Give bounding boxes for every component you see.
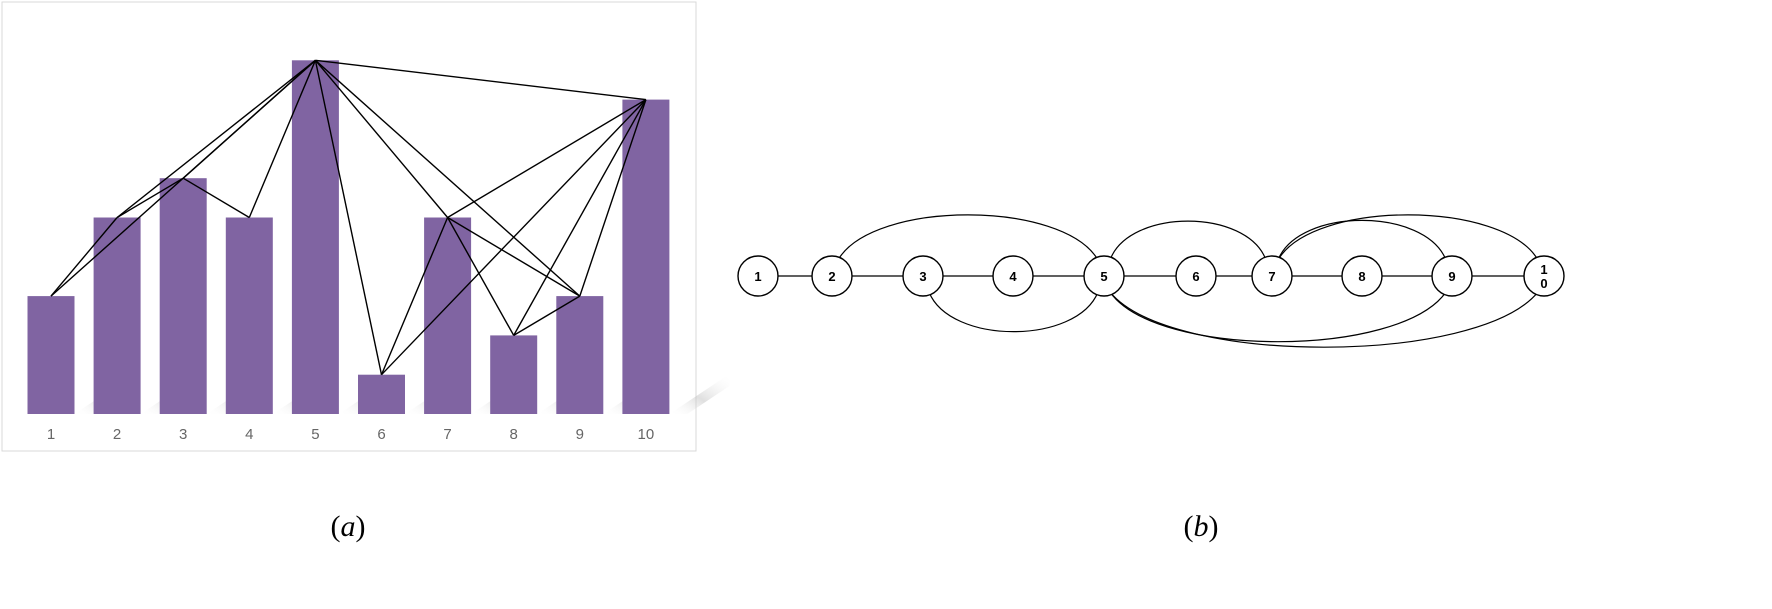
caption-b: (b): [1184, 510, 1219, 543]
node-label: 3: [919, 269, 926, 284]
bar-2: [93, 217, 141, 414]
caption-b-letter: b: [1194, 510, 1209, 543]
x-tick-label: 10: [638, 426, 655, 443]
node-circle: [1431, 255, 1473, 297]
graph-edge: [1277, 219, 1447, 261]
bar-shadow: [471, 374, 532, 414]
node-label: 0: [1540, 276, 1547, 291]
node-label: 7: [1268, 269, 1275, 284]
x-tick-label: 8: [510, 426, 518, 443]
bar-5: [291, 60, 339, 415]
visibility-edge: [446, 217, 515, 336]
visibility-edge: [315, 59, 646, 101]
graph-node-1: 1: [737, 255, 779, 297]
node-label: 1: [754, 269, 761, 284]
node-circle: [902, 255, 944, 297]
visibility-edge: [314, 60, 383, 375]
node-circle: [811, 255, 853, 297]
node-circle: [1523, 255, 1565, 297]
visibility-edge: [447, 98, 647, 219]
node-label: 8: [1358, 269, 1365, 284]
graph-node-9: 9: [1431, 255, 1473, 297]
node-label: 9: [1448, 269, 1455, 284]
bar-6: [358, 374, 405, 414]
graph-edge: [837, 214, 1099, 261]
visibility-edge: [248, 60, 317, 218]
graph-node-3: 3: [902, 255, 944, 297]
visibility-edge: [116, 177, 184, 219]
node-label: 2: [828, 269, 835, 284]
bar-shadow: [669, 374, 730, 414]
node-label: 4: [1009, 269, 1017, 284]
visibility-edge: [182, 59, 316, 179]
x-tick-label: 5: [311, 426, 319, 443]
visibility-edge: [50, 217, 118, 297]
graph-node-2: 2: [811, 255, 853, 297]
x-tick-label: 2: [113, 426, 121, 443]
graph-node-7: 7: [1251, 255, 1293, 297]
visibility-edge: [579, 99, 647, 297]
visibility-edge: [447, 216, 581, 297]
visibility-chart-panel: 1 2 3 4 5 6 7 8 9 10: [1, 1, 730, 452]
bar-8: [490, 335, 538, 414]
visibility-edge: [314, 59, 449, 218]
node-circle: [1083, 255, 1125, 297]
graph-edge: [1277, 214, 1539, 261]
x-tick-label: 6: [377, 426, 385, 443]
node-circle: [1341, 255, 1383, 297]
node-label: 5: [1100, 269, 1107, 284]
node-label: 1: [1540, 262, 1547, 277]
graph-node-4: 4: [992, 255, 1034, 297]
node-label: 6: [1192, 269, 1199, 284]
visibility-edge: [513, 99, 647, 336]
bar-7: [424, 217, 472, 414]
graph-edge: [1109, 291, 1539, 348]
graph-edges: [778, 214, 1539, 348]
x-tick-label: 1: [47, 426, 55, 443]
graph-node-6: 6: [1175, 255, 1217, 297]
x-tick-labels: 1 2 3 4 5 6 7 8 9 10: [47, 426, 654, 443]
graph-edge: [1109, 220, 1267, 261]
graph-node-5: 5: [1083, 255, 1125, 297]
bar-9: [556, 296, 604, 414]
graph-node-8: 8: [1341, 255, 1383, 297]
x-tick-label: 4: [245, 426, 253, 443]
bar-1: [27, 296, 75, 414]
node-circle: [1251, 255, 1293, 297]
visibility-edge: [380, 217, 449, 375]
bar-4: [225, 217, 273, 414]
visibility-edge: [513, 295, 581, 337]
node-circle: [992, 255, 1034, 297]
visibility-edge: [116, 59, 316, 219]
bars: [27, 60, 670, 415]
node-circle: [1175, 255, 1217, 297]
caption-a-letter: a: [341, 510, 356, 543]
visibility-edge: [380, 99, 647, 376]
bar-10: [622, 99, 670, 414]
x-tick-label: 9: [576, 426, 584, 443]
graph-edge: [928, 291, 1099, 333]
visibility-edges: [50, 59, 647, 376]
graph-node-10: 10: [1523, 255, 1565, 297]
node-circle: [737, 255, 779, 297]
x-tick-label: 7: [443, 426, 451, 443]
caption-a: (a): [331, 510, 366, 543]
visibility-edge: [314, 59, 581, 297]
graph-edge: [1109, 291, 1447, 343]
bar-3: [159, 178, 207, 414]
visibility-edge: [182, 177, 250, 219]
x-tick-label: 3: [179, 426, 187, 443]
